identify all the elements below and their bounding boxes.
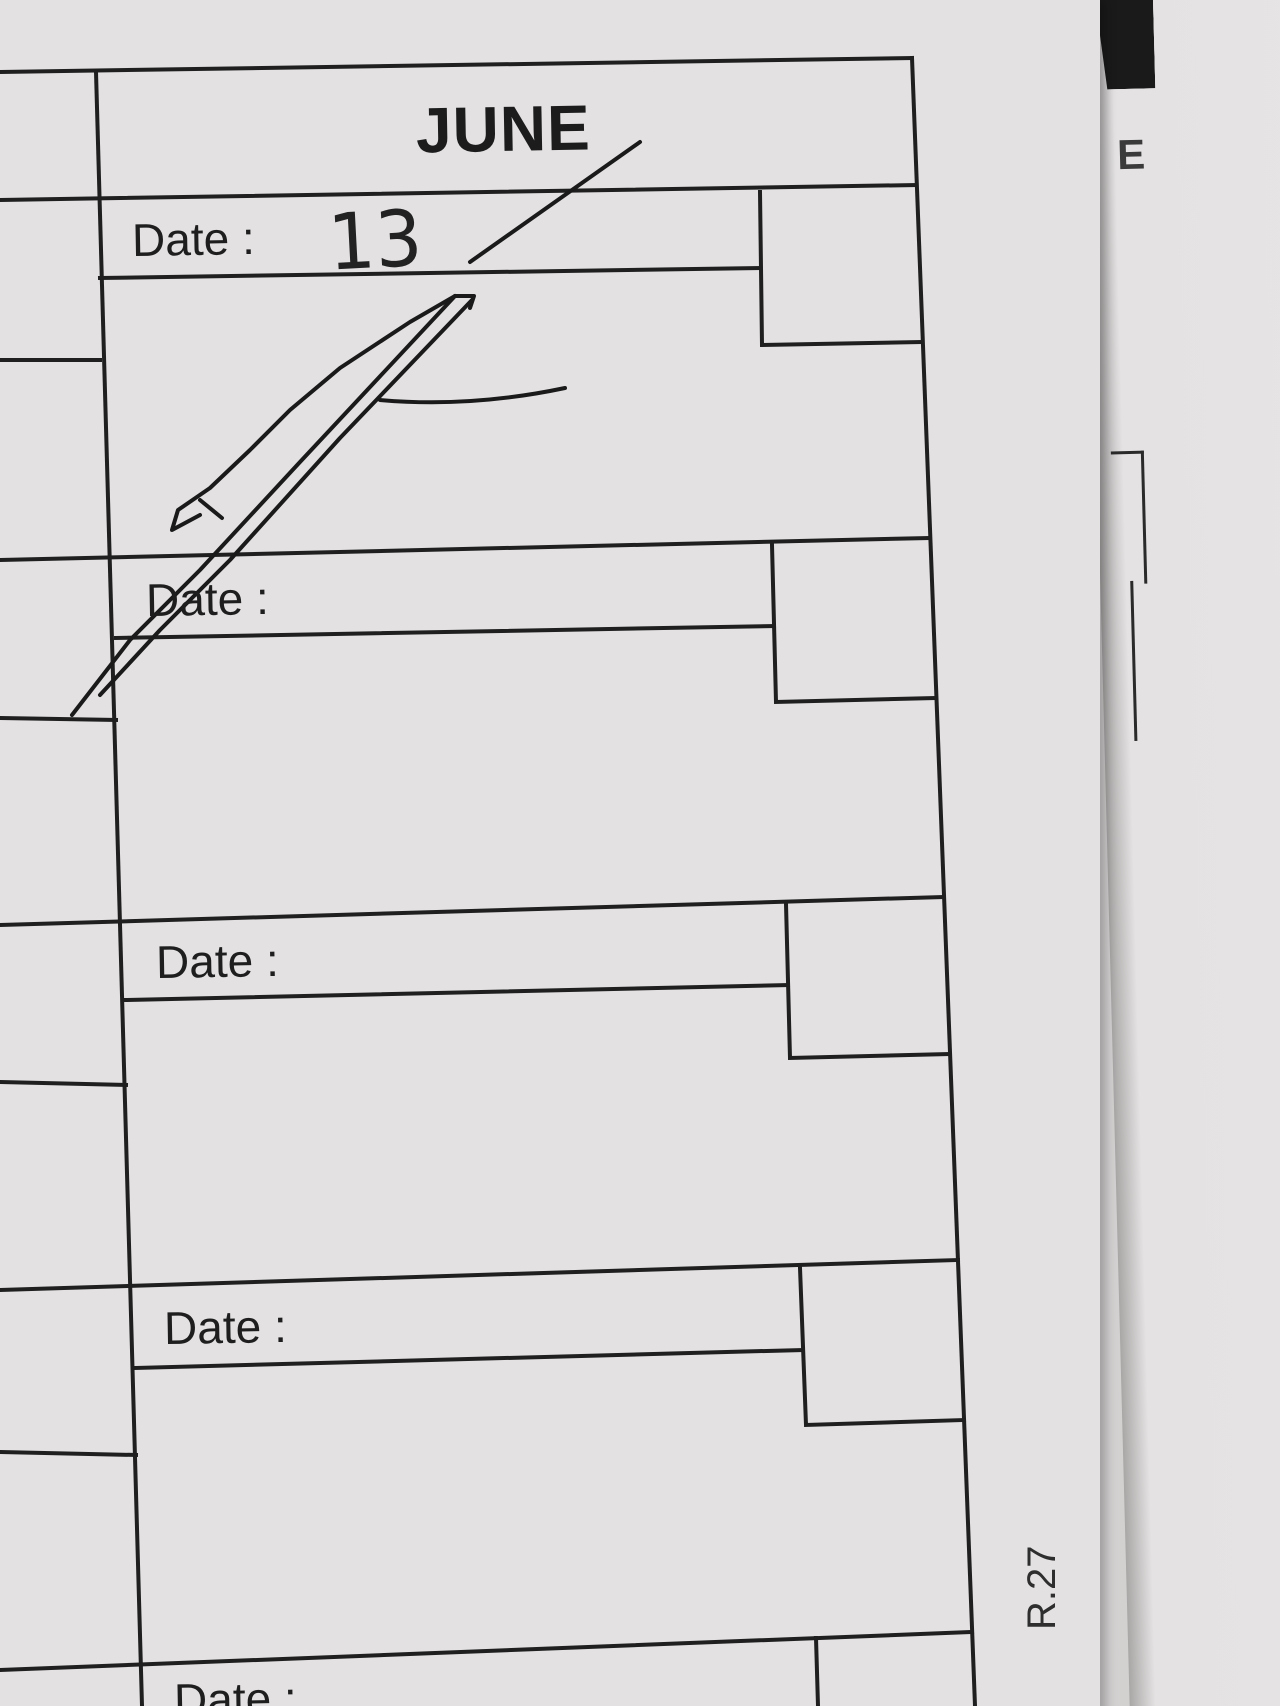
entry-4-date-label: Date : bbox=[163, 1299, 288, 1355]
entry-2-date-label: Date : bbox=[145, 571, 270, 627]
entry-5-date-label: Date : bbox=[173, 1671, 298, 1706]
entry-1-date-value: 13 bbox=[325, 193, 425, 289]
print-code: R.27 bbox=[1020, 1545, 1064, 1631]
month-title: JUNE bbox=[415, 91, 592, 167]
entry-3-date-label: Date : bbox=[155, 933, 280, 989]
entry-1-date-label: Date : bbox=[131, 211, 256, 267]
handwritten-scribble bbox=[70, 140, 642, 717]
